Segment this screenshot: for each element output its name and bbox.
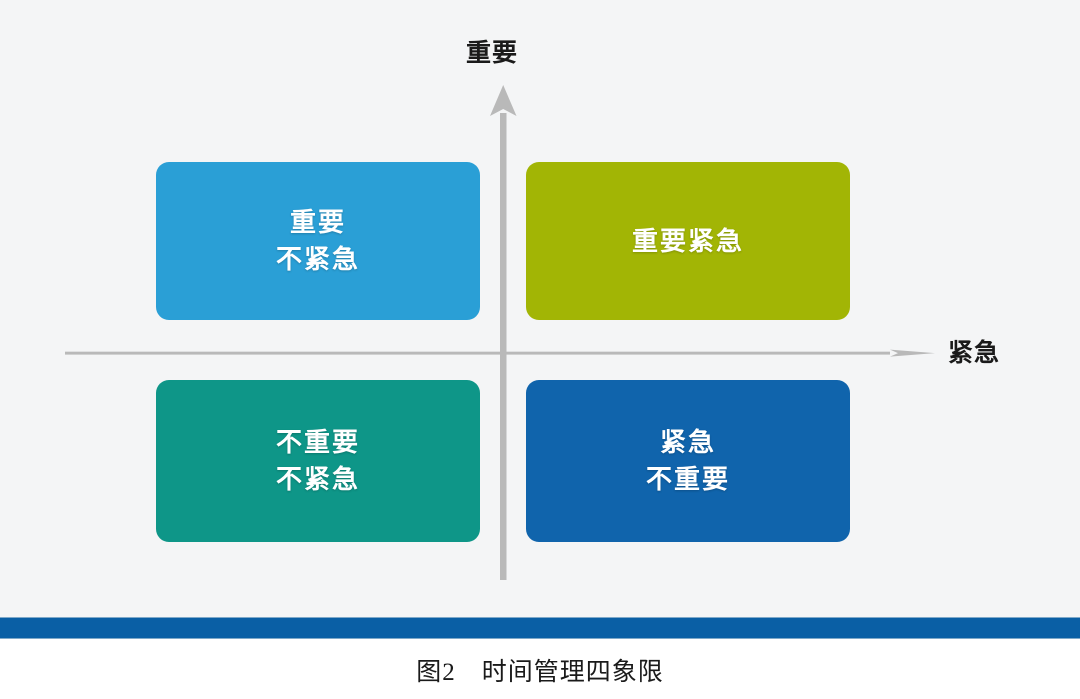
- quadrant-label-line: 不紧急: [275, 464, 360, 494]
- figure-caption: 图2 时间管理四象限: [416, 659, 664, 686]
- quadrant-important-not-urgent[interactable]: 重要 不紧急: [156, 162, 489, 320]
- quadrant-urgent-not-important[interactable]: 紧急 不重要: [526, 380, 859, 542]
- quadrant-3d-edge: [847, 389, 859, 533]
- arrow-right-icon: [65, 349, 935, 357]
- arrow-up-icon: [490, 85, 517, 580]
- axis-label-urgent: 紧急: [948, 339, 1001, 367]
- vertical-axis: [488, 85, 518, 580]
- axis-label-important: 重要: [466, 39, 519, 67]
- quadrant-label-line: 重要紧急: [631, 225, 744, 256]
- quadrant-important-urgent[interactable]: 重要紧急: [526, 162, 859, 320]
- quadrant-label-line: 紧急: [659, 427, 716, 458]
- quadrant-diagram: 重要 紧急 重要 不紧急 重要紧急 不重要 不紧急 紧急 不重要: [0, 0, 1080, 617]
- footer-divider: [0, 617, 1080, 639]
- quadrant-label-line: 不重要: [645, 464, 730, 494]
- quadrant-not-important-not-urgent[interactable]: 不重要 不紧急: [156, 380, 489, 542]
- horizontal-axis: [65, 344, 935, 357]
- quadrant-label-line: 不重要: [275, 427, 360, 458]
- quadrant-3d-edge: [847, 171, 859, 311]
- quadrant-label-line: 不紧急: [275, 244, 360, 274]
- quadrant-label-line: 重要: [289, 207, 346, 238]
